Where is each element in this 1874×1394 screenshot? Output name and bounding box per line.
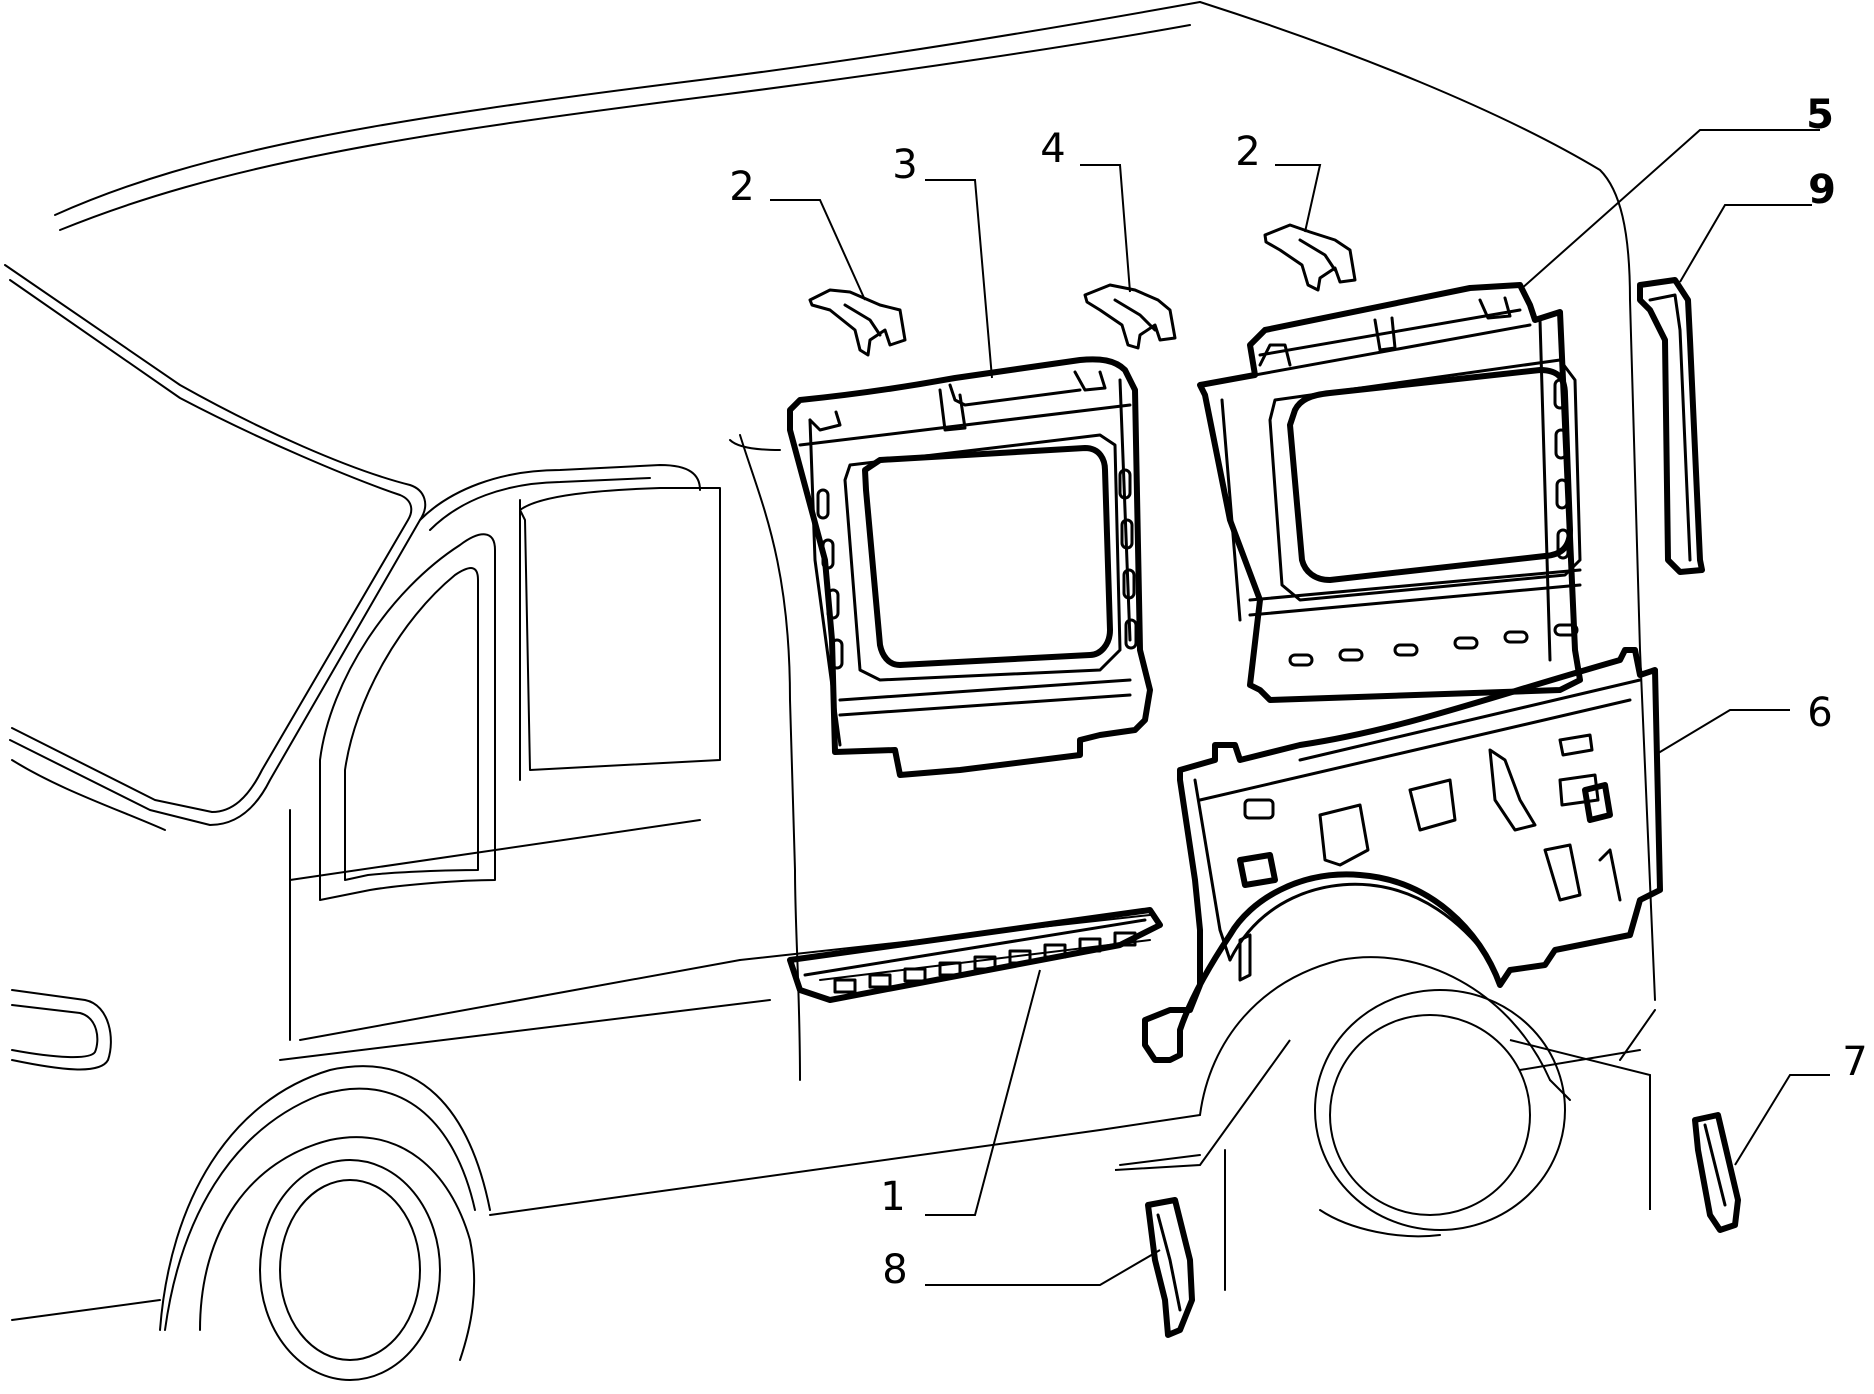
part-8-reinforcement: [1145, 1197, 1195, 1338]
leader-lines: [770, 129, 1830, 1286]
callout-9: 9: [1808, 167, 1836, 213]
callout-2-left: 2: [729, 164, 754, 210]
callout-5: 5: [1806, 92, 1834, 138]
part-2-bracket-left: [808, 288, 907, 357]
part-4-bracket: [1083, 283, 1177, 350]
callout-1: 1: [880, 1174, 905, 1220]
callout-8: 8: [882, 1247, 907, 1293]
part-7-reinforcement: [1692, 1112, 1741, 1233]
callout-3: 3: [892, 142, 917, 188]
part-6-wheel-arch-panel: [1142, 647, 1663, 1063]
callout-4: 4: [1040, 126, 1065, 172]
part-5-side-panel-rear: [1197, 282, 1583, 703]
part-3-side-panel-front: [787, 356, 1153, 778]
part-1-sill-rail: [787, 907, 1163, 1003]
callout-6: 6: [1807, 690, 1832, 736]
callout-2-right: 2: [1235, 129, 1260, 175]
part-9-pillar-strip: [1637, 277, 1705, 575]
callout-labels: 1 2 2 3 4 5 6 7 8 9: [729, 92, 1867, 1293]
van-body-outline: [4, 1, 1656, 1381]
part-2-bracket-right: [1263, 223, 1357, 292]
callout-7: 7: [1842, 1039, 1867, 1085]
